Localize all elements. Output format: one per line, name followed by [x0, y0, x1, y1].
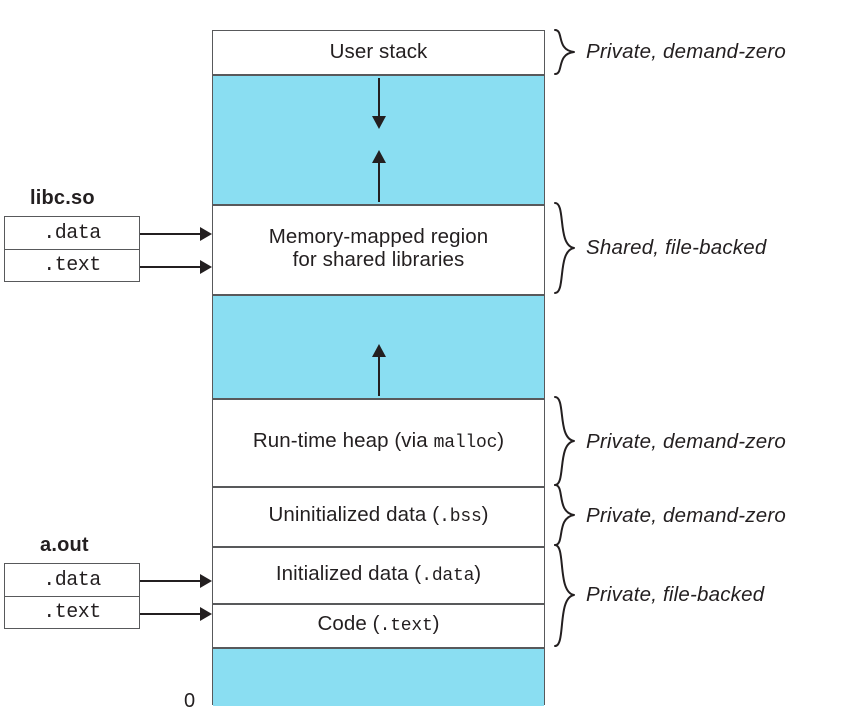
- segment-reserved-low-memory: [213, 647, 544, 706]
- libc-text-connector: [140, 266, 202, 268]
- a-out-text-connector-arrowhead: [200, 607, 212, 621]
- libc-so-title: libc.so: [30, 187, 95, 209]
- segment-divider: [213, 398, 544, 400]
- libc-text-connector-arrowhead: [200, 260, 212, 274]
- segment-divider: [213, 647, 544, 649]
- segment-heap-label: Run-time heap (via malloc): [245, 429, 512, 454]
- annotation-bss: Private, demand-zero: [586, 504, 786, 527]
- segment-mmap-label-line2: for shared libraries: [292, 248, 465, 271]
- virtual-address-space-column: User stack Memory-mapped region for shar…: [212, 30, 545, 706]
- segment-data-label-tail: ): [474, 561, 482, 585]
- annotation-file-backed: Private, file-backed: [586, 583, 765, 606]
- segment-data-label: Initialized data (.data): [268, 561, 489, 586]
- heap-growth-arrow-shaft: [378, 357, 380, 396]
- segment-heap-label-text: Run-time heap (via: [252, 429, 434, 453]
- segment-mmap-heap-gap: [213, 294, 544, 398]
- segment-code-label: Code (.text): [309, 612, 447, 637]
- annotation-heap: Private, demand-zero: [586, 430, 786, 453]
- brace-heap: [554, 396, 575, 486]
- segment-mmap-label-line1: Memory-mapped region: [268, 225, 489, 249]
- a-out-title: a.out: [40, 534, 89, 556]
- segment-bss-label: Uninitialized data (.bss): [260, 503, 496, 528]
- heap-growth-arrow-head: [372, 344, 386, 357]
- segment-divider: [213, 603, 544, 605]
- segment-heap-label-tail: ): [497, 429, 505, 453]
- segment-data: Initialized data (.data): [213, 546, 544, 603]
- annotation-shared-libraries: Shared, file-backed: [586, 236, 767, 259]
- mmap-growth-arrow-head: [372, 150, 386, 163]
- segment-data-label-mono: .data: [421, 565, 475, 586]
- segment-code-label-text: Code (: [317, 612, 380, 636]
- a-out-data-connector: [140, 580, 202, 582]
- segment-divider: [213, 204, 544, 206]
- a-out-text-connector: [140, 613, 202, 615]
- segment-bss-label-mono: .bss: [439, 507, 482, 528]
- segment-runtime-heap: Run-time heap (via malloc): [213, 398, 544, 486]
- libc-data-connector: [140, 233, 202, 235]
- libc-data-connector-arrowhead: [200, 227, 212, 241]
- brace-bss: [554, 484, 575, 546]
- segment-stack-gap: [213, 74, 544, 204]
- stack-growth-arrow-shaft: [378, 78, 380, 118]
- segment-divider: [213, 74, 544, 76]
- brace-shared-libraries: [554, 202, 575, 294]
- annotation-user-stack: Private, demand-zero: [586, 40, 786, 63]
- segment-memory-mapped-region: Memory-mapped region for shared librarie…: [213, 204, 544, 294]
- a-out-box: .data .text: [4, 563, 140, 629]
- segment-code-label-tail: ): [432, 612, 440, 636]
- stack-growth-arrow-head: [372, 116, 386, 129]
- a-out-data-connector-arrowhead: [200, 574, 212, 588]
- a-out-section-data: .data: [43, 568, 101, 592]
- segment-bss-label-tail: ): [481, 503, 489, 527]
- segment-code: Code (.text): [213, 603, 544, 647]
- segment-heap-label-mono: malloc: [433, 433, 498, 454]
- segment-code-label-mono: .text: [379, 616, 433, 637]
- segment-divider: [213, 486, 544, 488]
- segment-divider: [213, 294, 544, 296]
- libc-so-section-text: .text: [5, 249, 139, 281]
- a-out-section-text: .text: [5, 596, 139, 628]
- libc-so-box: .data .text: [4, 216, 140, 282]
- segment-user-stack: User stack: [213, 31, 544, 74]
- segment-user-stack-label: User stack: [329, 40, 428, 64]
- libc-so-section-data: .data: [43, 221, 101, 245]
- segment-bss: Uninitialized data (.bss): [213, 486, 544, 546]
- mmap-growth-arrow-shaft: [378, 163, 380, 202]
- brace-file-backed: [554, 544, 575, 647]
- segment-data-label-text: Initialized data (: [275, 561, 422, 585]
- segment-divider: [213, 546, 544, 548]
- brace-user-stack: [554, 29, 575, 75]
- address-zero-label: 0: [184, 690, 196, 712]
- segment-bss-label-text: Uninitialized data (: [268, 503, 440, 527]
